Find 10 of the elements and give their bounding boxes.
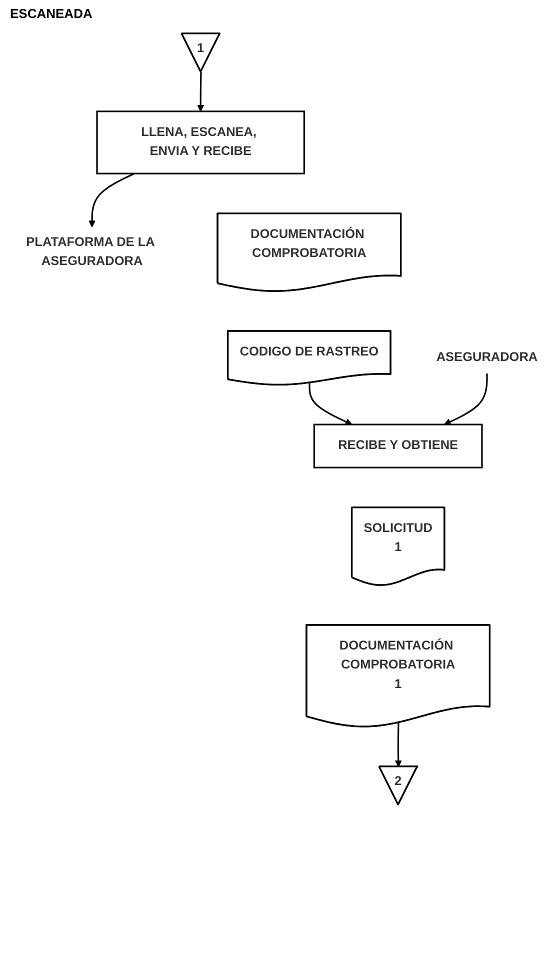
note-text: ESCANEADA bbox=[10, 6, 94, 21]
arrow bbox=[444, 373, 488, 426]
arrow bbox=[88, 172, 135, 228]
arrow bbox=[394, 722, 402, 768]
arrow bbox=[197, 72, 204, 112]
node-text: ASEGURADORA bbox=[436, 350, 538, 364]
node-box: LLENA, ESCANEA, ENVIA Y RECIBE bbox=[96, 110, 305, 174]
arrow bbox=[308, 382, 352, 426]
node-box: RECIBE Y OBTIENE bbox=[313, 424, 483, 468]
node-text: PLATAFORMA DE LA ASEGURADORA bbox=[26, 235, 154, 268]
